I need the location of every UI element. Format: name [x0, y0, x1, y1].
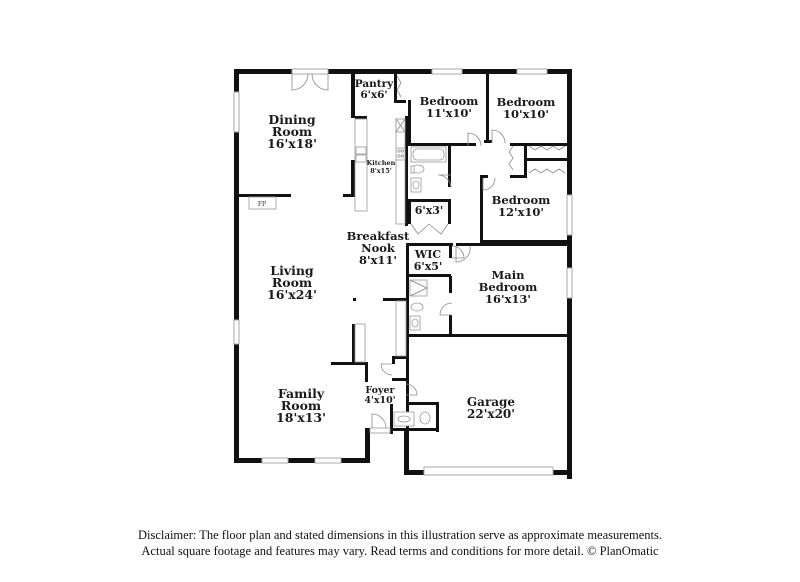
room-dining: Dining Room 16'x18' [267, 112, 317, 151]
svg-text:16'x18': 16'x18' [267, 136, 317, 151]
floor-plan: FP [233, 68, 573, 479]
svg-text:Room: Room [281, 398, 321, 413]
room-hall-closet: 6'x3' [415, 204, 444, 217]
room-bedroom-1: Bedroom 11'x10' [420, 94, 479, 120]
room-bedroom-2: Bedroom 10'x10' [497, 95, 556, 121]
svg-text:8'x15': 8'x15' [370, 167, 391, 175]
svg-text:18'x13': 18'x13' [276, 410, 326, 425]
room-family: Family Room 18'x13' [276, 386, 326, 425]
svg-text:Room: Room [272, 124, 312, 139]
disclaimer-line-1: Disclaimer: The floor plan and stated di… [138, 528, 662, 542]
svg-text:Garage: Garage [467, 395, 516, 409]
svg-text:Foyer: Foyer [365, 385, 395, 396]
svg-text:Kitchen: Kitchen [367, 159, 396, 167]
svg-text:16'x13': 16'x13' [485, 292, 531, 306]
svg-text:Bedroom: Bedroom [420, 94, 479, 108]
svg-text:22'x20': 22'x20' [467, 407, 515, 421]
room-bedroom-3: Bedroom 12'x10' [492, 193, 551, 219]
room-foyer: Foyer 4'x10' [364, 385, 395, 406]
svg-text:Family: Family [278, 386, 325, 401]
svg-text:Pantry: Pantry [355, 78, 394, 90]
svg-text:Nook: Nook [361, 241, 396, 255]
disclaimer-line-2: Actual square footage and features may v… [141, 544, 659, 558]
svg-text:6'x6': 6'x6' [360, 89, 387, 101]
svg-text:8'x11': 8'x11' [359, 253, 397, 267]
fixtures: FP [248, 118, 447, 434]
room-living: Living Room 16'x24' [267, 263, 317, 302]
svg-text:Living: Living [270, 263, 314, 278]
room-garage: Garage 22'x20' [467, 395, 516, 421]
svg-text:4'x10': 4'x10' [364, 395, 395, 406]
svg-text:Room: Room [272, 275, 312, 290]
room-main-bedroom: Main Bedroom 16'x13' [479, 268, 538, 306]
room-wic: WIC 6'x5' [414, 248, 443, 273]
svg-text:6'x5': 6'x5' [414, 260, 443, 273]
fireplace-label: FP [258, 201, 266, 208]
svg-text:WIC: WIC [414, 248, 441, 261]
room-pantry: Pantry 6'x6' [355, 78, 394, 101]
svg-text:Bedroom: Bedroom [492, 193, 551, 207]
windows [233, 68, 573, 476]
svg-text:Dining: Dining [268, 112, 316, 127]
room-kitchen: Kitchen 8'x15' [367, 159, 396, 175]
svg-text:Bedroom: Bedroom [479, 280, 538, 294]
svg-text:11'x10': 11'x10' [426, 106, 472, 120]
doors [291, 73, 566, 429]
svg-text:10'x10': 10'x10' [503, 107, 549, 121]
svg-text:Main: Main [492, 268, 526, 282]
svg-text:Breakfast: Breakfast [347, 229, 410, 243]
interior-walls [239, 74, 567, 436]
room-breakfast-nook: Breakfast Nook 8'x11' [347, 229, 410, 267]
svg-text:6'x3': 6'x3' [415, 204, 444, 217]
room-labels: Dining Room 16'x18' Pantry 6'x6' Kitchen… [267, 78, 555, 425]
svg-text:12'x10': 12'x10' [498, 205, 544, 219]
svg-text:16'x24': 16'x24' [267, 287, 317, 302]
svg-text:Bedroom: Bedroom [497, 95, 556, 109]
